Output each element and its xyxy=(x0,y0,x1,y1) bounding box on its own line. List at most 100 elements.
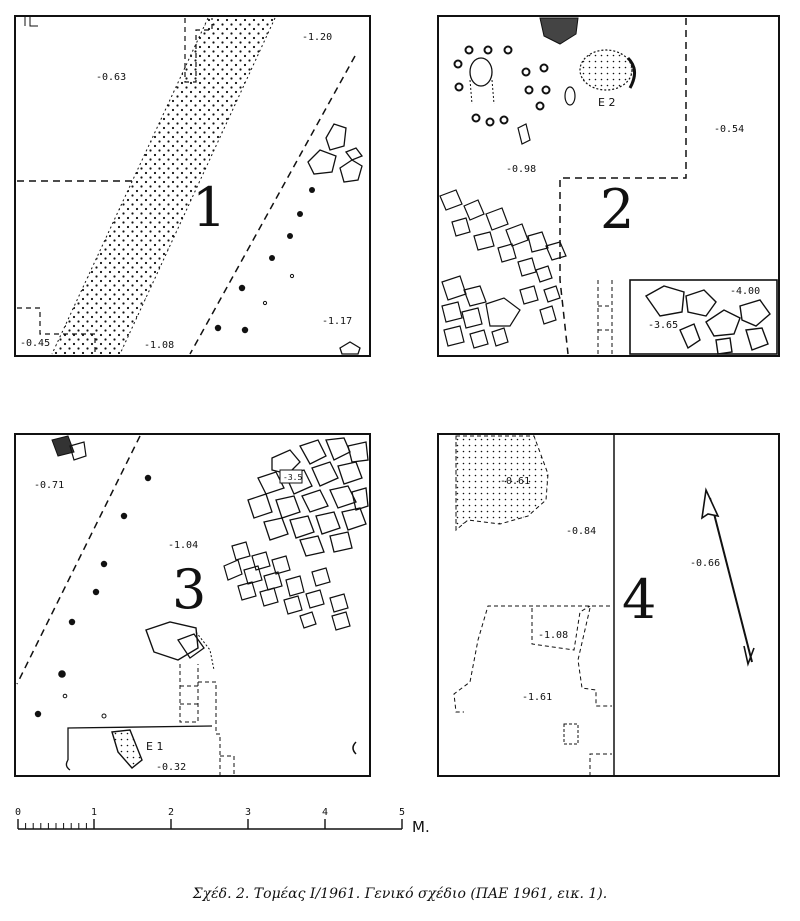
sector-1-frame xyxy=(14,15,371,357)
post-hole xyxy=(289,273,295,279)
post-hole xyxy=(68,618,76,626)
sector-1-corner-box xyxy=(24,16,38,27)
sector-number: 2 xyxy=(600,178,634,241)
post-hole xyxy=(101,713,107,719)
elevation-label: -0.84 xyxy=(566,526,596,537)
elevation-label: -3.65 xyxy=(648,320,678,331)
stone-cluster xyxy=(539,17,579,45)
sector-3-dashed-boundary xyxy=(179,664,221,776)
sector-3: 3 -0.71 -1.04 -0.32 -3.5 Ε 1 xyxy=(14,433,371,777)
stone xyxy=(325,123,347,151)
scale-unit-label: Μ. xyxy=(412,818,430,836)
pit-e2 xyxy=(579,49,633,91)
post-hole xyxy=(287,233,293,239)
sector-2-frame xyxy=(437,15,780,357)
post-hole xyxy=(269,255,275,261)
stone xyxy=(644,285,685,317)
post-hole xyxy=(535,101,545,111)
post-hole xyxy=(453,59,463,69)
pit-outline xyxy=(67,725,213,760)
sector-3-frame xyxy=(14,433,371,777)
pit-outline xyxy=(195,631,215,671)
sector-4: 4 -0.61 -0.84 -0.66 -1.08 -1.61 xyxy=(437,433,780,777)
small-feature xyxy=(563,723,579,745)
sector-1-trench-edge xyxy=(119,17,276,355)
elevation-label: -1.04 xyxy=(168,540,198,551)
sector-number: 1 xyxy=(192,176,226,239)
pit-e1 xyxy=(111,729,143,769)
stone xyxy=(145,621,199,661)
sector-4-dashed-boundary xyxy=(453,605,610,713)
elevation-label: -4.00 xyxy=(730,286,760,297)
post-hole xyxy=(503,45,513,55)
sector-4-frame xyxy=(437,433,780,777)
post-hole xyxy=(524,85,534,95)
sector-3-dashed-boundary xyxy=(16,435,141,685)
figure-caption: Σχέδ. 2. Τομέας Ι/1961. Γενικό σχέδιο (Π… xyxy=(192,886,608,902)
scale-tick-label: 3 xyxy=(245,807,251,818)
elevation-label: -0.98 xyxy=(506,164,536,175)
post-hole xyxy=(58,670,66,678)
stone xyxy=(685,289,717,317)
post-hole xyxy=(120,512,128,520)
post-hole xyxy=(34,710,42,718)
scale-tick-label: 0 xyxy=(15,807,21,818)
post-hole xyxy=(62,693,68,699)
elevation-label: -3.5 xyxy=(283,473,302,482)
stone xyxy=(344,147,364,161)
post-hole xyxy=(464,45,474,55)
stone-cluster xyxy=(69,441,87,461)
sector-number: 3 xyxy=(172,558,206,621)
post-hole xyxy=(92,588,100,596)
stone xyxy=(679,323,701,350)
stone xyxy=(352,741,357,755)
elevation-label: -1.17 xyxy=(322,316,352,327)
feature-label-e1: Ε 1 xyxy=(146,740,163,753)
elevation-label: -1.08 xyxy=(538,630,568,641)
stone xyxy=(177,633,205,659)
sector-2-dashed-boundary xyxy=(597,280,613,354)
pit-e2-rim xyxy=(626,56,636,89)
sector-4-dashed-boundary xyxy=(531,605,591,651)
scale-tick-label: 4 xyxy=(322,807,328,818)
stone xyxy=(339,159,363,183)
post-hole xyxy=(499,115,509,125)
stone xyxy=(745,327,769,351)
sector-1-dashed-boundary xyxy=(189,55,356,355)
pit-outline xyxy=(65,759,71,771)
elevation-label: -0.71 xyxy=(34,480,64,491)
scale-tick-label: 2 xyxy=(168,807,174,818)
post-hole xyxy=(521,67,531,77)
rubble-band xyxy=(223,541,351,631)
sector-3-dashed-boundary xyxy=(220,755,235,776)
elevation-box xyxy=(279,469,303,484)
pit-outline xyxy=(469,79,495,105)
feature-label-e2: Ε 2 xyxy=(598,96,615,109)
post-hole xyxy=(214,324,222,332)
elevation-label: -1.20 xyxy=(302,32,332,43)
sector-1-trench-edge xyxy=(51,17,209,355)
rubble-mass xyxy=(247,437,369,557)
stone xyxy=(715,337,733,355)
deep-sounding-box xyxy=(629,279,778,355)
post-hole xyxy=(100,560,108,568)
stone xyxy=(307,149,337,175)
sector-1-dashed-boundary xyxy=(184,18,213,83)
post-hole xyxy=(471,113,481,123)
post-hole xyxy=(454,82,464,92)
post-hole xyxy=(241,326,249,334)
scale-tick-label: 5 xyxy=(399,807,405,818)
sector-1-corner-box xyxy=(17,307,96,354)
post-hole xyxy=(485,117,495,127)
stone xyxy=(339,341,361,355)
north-arrow xyxy=(700,487,755,667)
sector-number: 4 xyxy=(622,568,656,631)
post-hole xyxy=(483,45,493,55)
scale-bar: 0 1 2 3 4 5 Μ. xyxy=(15,807,430,836)
post-hole xyxy=(238,284,246,292)
post-hole xyxy=(541,85,551,95)
post-hole xyxy=(309,187,315,193)
elevation-label: -0.45 xyxy=(20,338,50,349)
elevation-label: -0.54 xyxy=(714,124,744,135)
stone-cluster xyxy=(51,435,75,457)
